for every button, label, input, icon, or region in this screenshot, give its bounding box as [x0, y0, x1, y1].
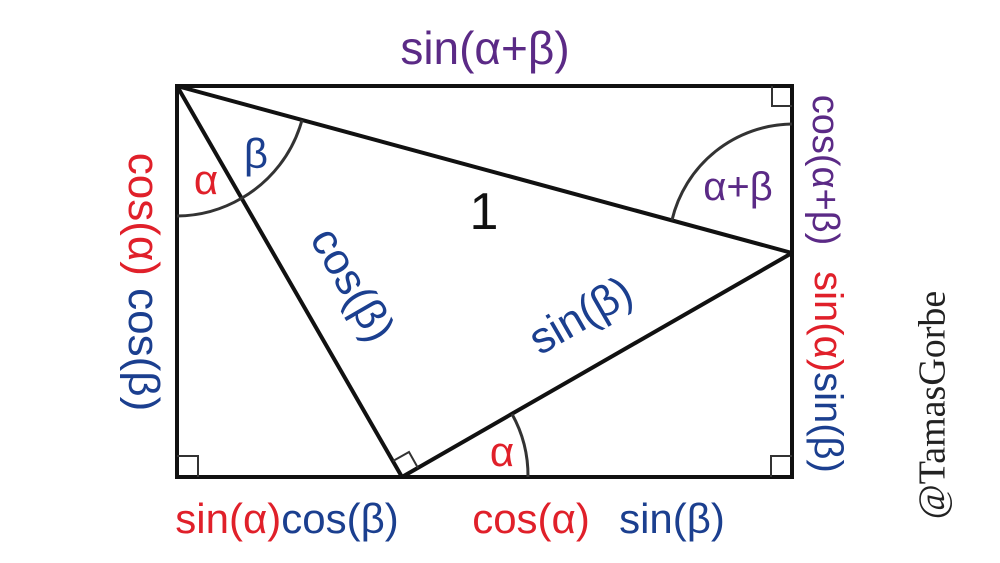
label-bottom-right-red: cos(α) [472, 495, 590, 542]
label-alpha-top: α [194, 156, 218, 203]
alpha-arc-bottom [510, 413, 530, 478]
label-right-side-bottom: sin(α)sin(β) [806, 271, 850, 473]
right-angle-marker-bottom-right [770, 455, 792, 477]
author-signature: @TamasGorbe [912, 291, 954, 520]
label-bottom-left-red: sin(α) [175, 495, 281, 542]
label-left-side-red: cos(α) [119, 153, 168, 276]
left-triangle-edge [175, 85, 404, 478]
alpha-arc-top [176, 196, 243, 218]
right-angle-marker-inner [392, 450, 419, 469]
beta-arc-top [241, 119, 304, 200]
outer-rectangle [175, 84, 794, 479]
label-bottom-right-blue: sin(β) [619, 495, 725, 542]
label-alpha-plus-beta: α+β [703, 165, 773, 209]
hypotenuse-edge [176, 84, 793, 255]
label-right-side-red: sin(α) [806, 271, 850, 372]
label-beta-top: β [244, 130, 268, 177]
label-left-side-blue: cos(β) [119, 288, 168, 411]
label-left-side: cos(α) cos(β) [119, 153, 168, 412]
label-bottom-left-blue: cos(β) [281, 495, 399, 542]
alpha-beta-arc [670, 122, 793, 221]
label-bottom-left: sin(α)cos(β) [175, 495, 398, 542]
label-right-side-blue: sin(β) [806, 372, 850, 473]
label-hypotenuse: 1 [470, 183, 499, 241]
label-alpha-bottom: α [490, 428, 514, 475]
right-angle-marker-bottom-left [177, 455, 199, 477]
label-right-side-top: cos(α+β) [804, 95, 846, 245]
label-left-side-gap [119, 276, 168, 288]
label-top: sin(α+β) [400, 22, 569, 74]
right-triangle-edge [401, 251, 793, 479]
right-angle-marker-top-right [771, 86, 792, 107]
